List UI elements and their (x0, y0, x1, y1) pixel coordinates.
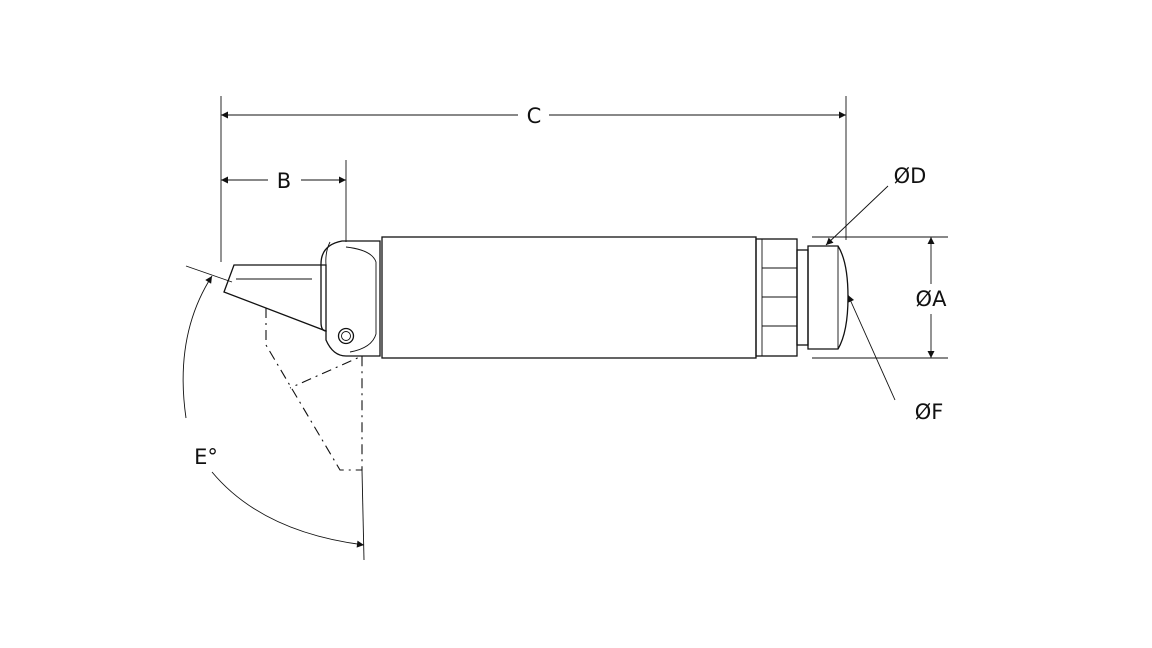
angle-arc-lower (211, 471, 365, 548)
label-b: B (277, 169, 291, 193)
tool-body (223, 236, 849, 471)
threaded-nut (755, 238, 809, 357)
angle-arc-upper (182, 275, 213, 419)
set-screw-inner (341, 331, 351, 341)
nut-collar (796, 249, 809, 346)
leader-f (847, 294, 896, 401)
holder-inner-contour (345, 246, 377, 353)
set-screw (337, 327, 355, 345)
dimension-d: ØD (825, 164, 927, 246)
dimension-b: B (221, 160, 347, 242)
angle-e: E° (182, 265, 365, 561)
dimension-c: C (220, 96, 847, 262)
label-dia-a: ØA (916, 287, 948, 311)
label-angle-e: E° (194, 445, 218, 469)
dimension-f: ØF (847, 294, 944, 424)
label-dia-d: ØD (894, 164, 927, 188)
label-c: C (527, 104, 542, 128)
end-cap (807, 245, 849, 350)
label-dia-f: ØF (915, 400, 944, 424)
dimension-a: ØA (812, 236, 948, 359)
holder-curve-top (325, 241, 331, 266)
main-shank (381, 236, 757, 359)
cutting-tip (223, 264, 327, 332)
tip-holder (320, 240, 381, 357)
leader-d (825, 185, 889, 246)
angle-extension-line (185, 265, 233, 283)
angle-reference-line (361, 469, 365, 561)
swung-tip-phantom (265, 308, 363, 471)
